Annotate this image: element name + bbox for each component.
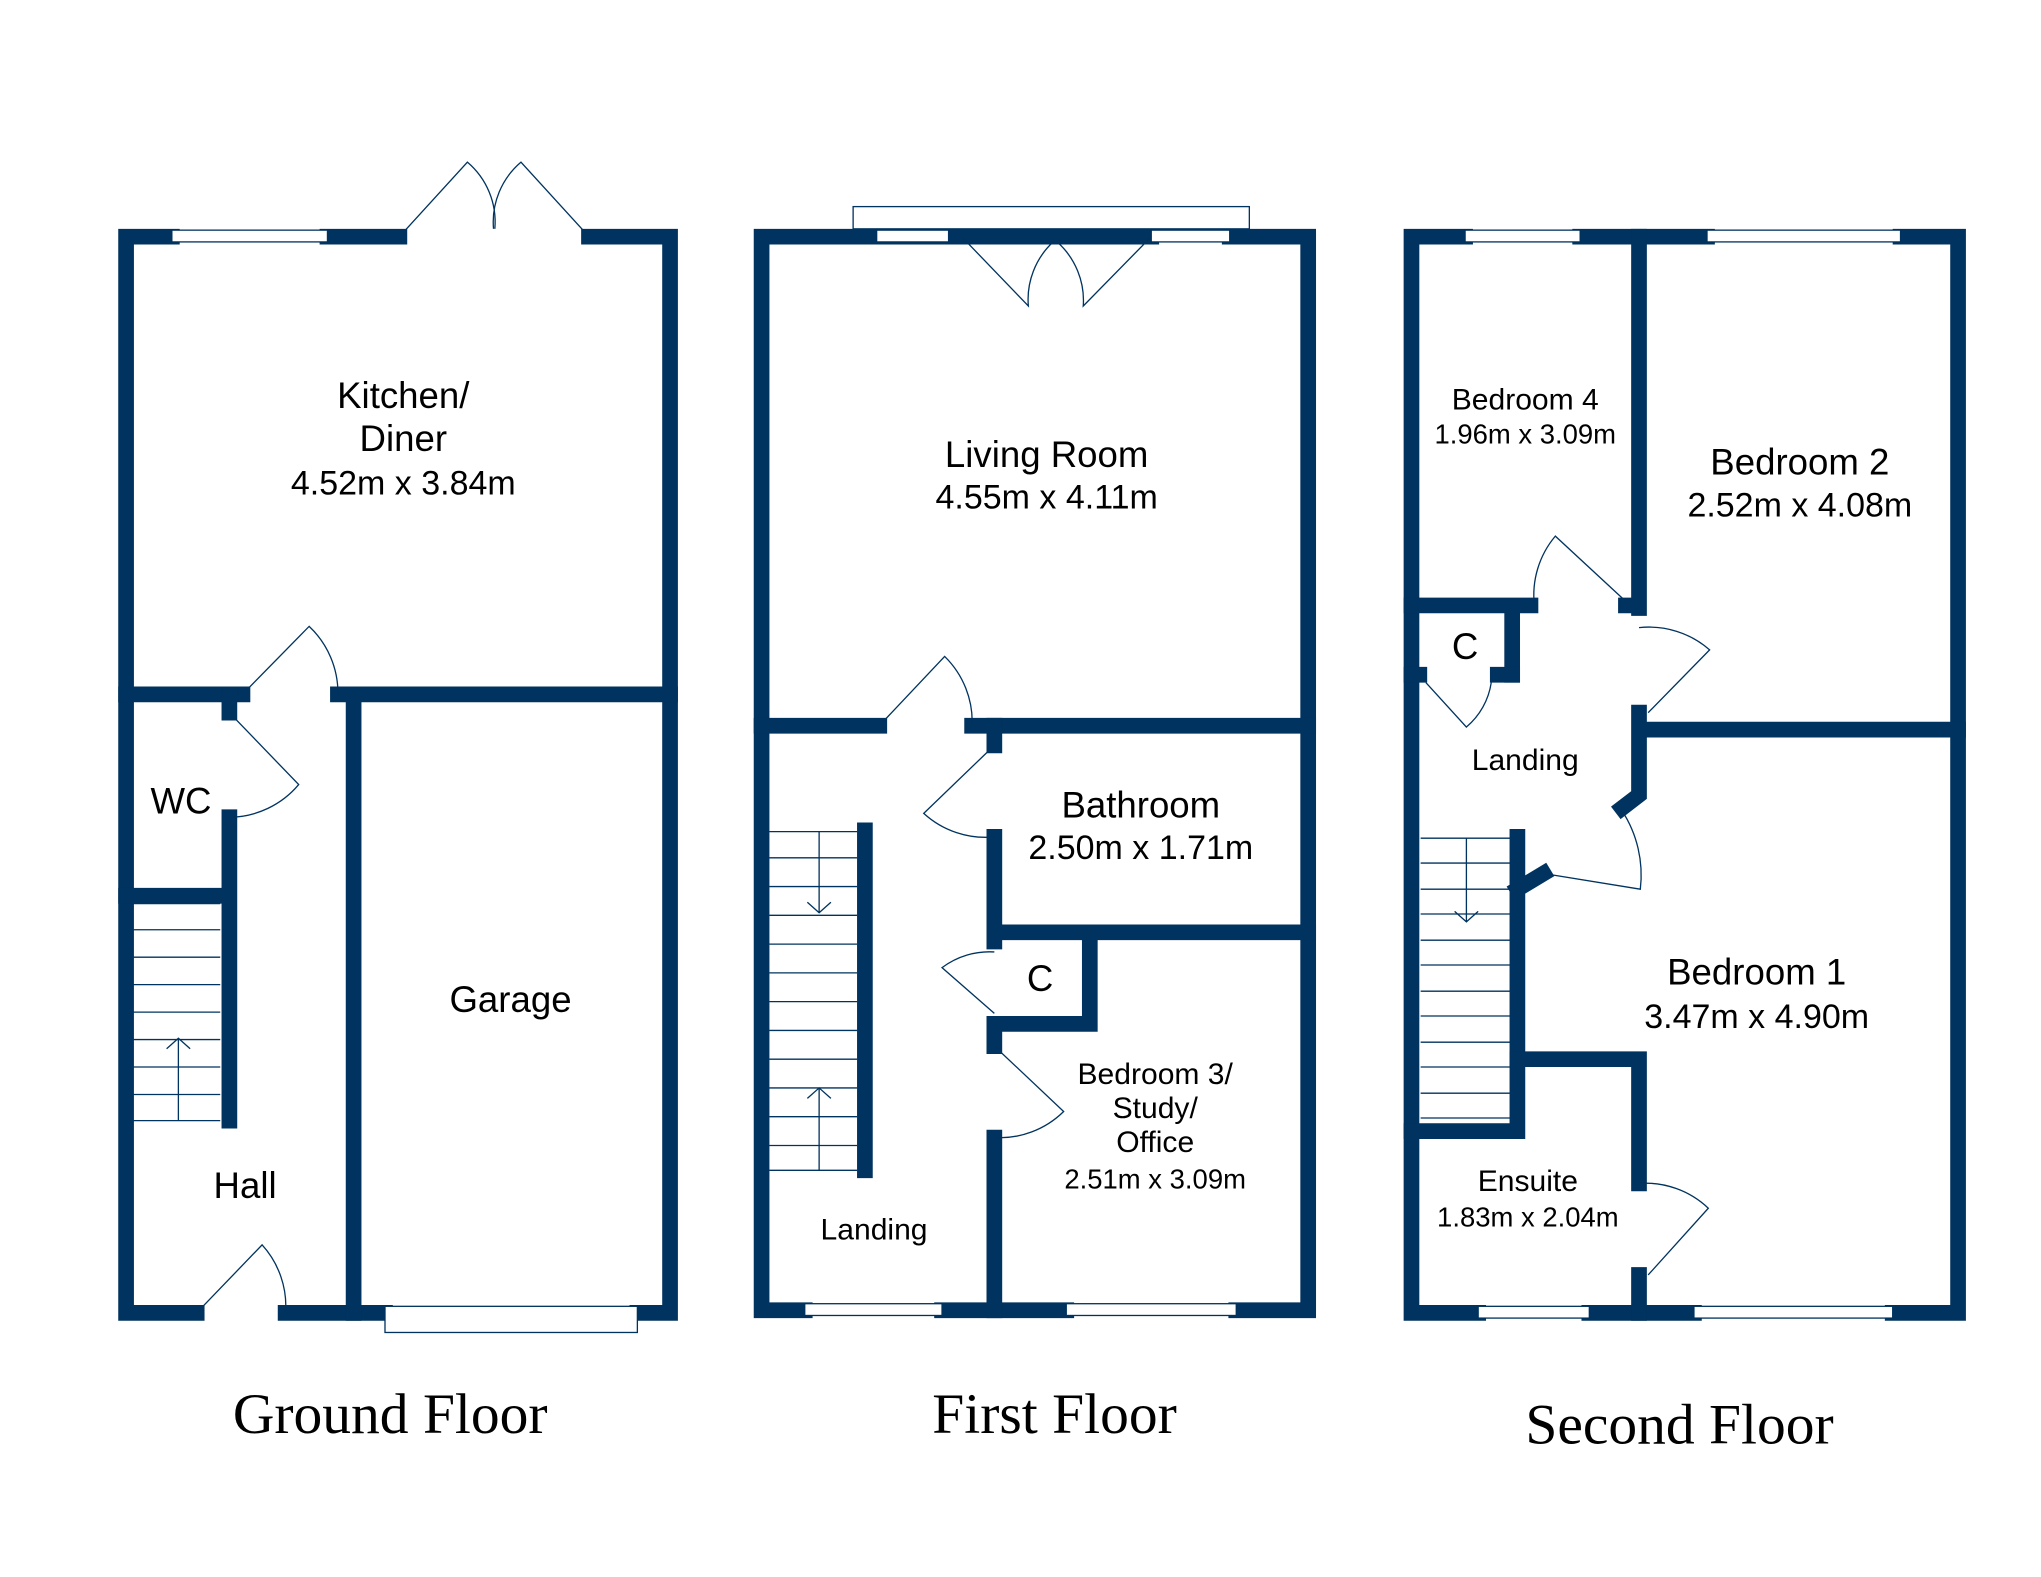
room-label-bedroom-3-3: Office — [1116, 1126, 1194, 1159]
room-label-kitchen-diner: Kitchen/ — [337, 375, 470, 416]
floor-title-ground: Ground Floor — [233, 1383, 548, 1446]
window — [171, 229, 329, 243]
staircase — [769, 830, 858, 1171]
room-size-kitchen-diner: 4.52m x 3.84m — [291, 464, 516, 502]
room-label-bedroom-2: Bedroom 2 — [1710, 442, 1889, 483]
door — [241, 625, 339, 695]
floor-title-second: Second Floor — [1525, 1394, 1833, 1457]
room-size-bedroom-4: 1.96m x 3.09m — [1434, 418, 1616, 449]
first-labels: Living Room 4.55m x 4.11m Bathroom 2.50m… — [821, 434, 1254, 1247]
room-label-garage: Garage — [449, 979, 571, 1020]
door — [922, 744, 995, 838]
room-label-wc: WC — [151, 780, 212, 821]
floor-title-first: First Floor — [932, 1383, 1177, 1446]
garage-door — [384, 1305, 639, 1334]
ground-labels: Kitchen/ Diner 4.52m x 3.84m WC Hall Gar… — [151, 375, 572, 1206]
window — [1065, 1303, 1237, 1317]
first-floor-plan: Living Room 4.55m x 4.11m Bathroom 2.50m… — [753, 205, 1317, 1446]
door — [1543, 810, 1642, 890]
room-label-bedroom-4: Bedroom 4 — [1452, 383, 1599, 416]
room-label-cupboard: C — [1452, 626, 1478, 667]
door — [1638, 1182, 1710, 1276]
bay-frame — [852, 205, 1250, 230]
staircase — [132, 902, 221, 1122]
window — [1150, 229, 1231, 243]
room-size-ensuite: 1.83m x 2.04m — [1437, 1202, 1619, 1233]
staircase — [1420, 837, 1511, 1119]
room-label-bedroom-3-2: Study/ — [1113, 1092, 1199, 1125]
room-size-living-room: 4.55m x 4.11m — [936, 479, 1158, 517]
door — [878, 655, 973, 727]
window — [1693, 1305, 1894, 1319]
door — [993, 1045, 1065, 1139]
room-label-kitchen-diner-2: Diner — [360, 418, 447, 459]
door — [1533, 535, 1627, 606]
first-walls — [753, 228, 1317, 1319]
window — [1464, 229, 1581, 243]
room-label-hall: Hall — [214, 1165, 277, 1206]
room-label-ensuite: Ensuite — [1478, 1165, 1578, 1198]
room-label-landing: Landing — [1472, 744, 1579, 777]
room-label-bathroom: Bathroom — [1061, 784, 1220, 825]
window — [804, 1303, 943, 1317]
second-walls — [1403, 228, 1966, 1321]
front-door — [196, 1243, 287, 1314]
door — [1638, 626, 1711, 714]
french-doors — [398, 161, 590, 238]
door — [941, 951, 995, 1014]
door — [228, 712, 300, 818]
room-size-bedroom-1: 3.47m x 4.90m — [1644, 998, 1869, 1036]
room-label-landing: Landing — [821, 1214, 928, 1247]
room-label-living-room: Living Room — [945, 434, 1148, 475]
window — [1706, 229, 1902, 243]
room-size-bathroom: 2.50m x 1.71m — [1028, 829, 1253, 867]
door — [1425, 682, 1492, 728]
second-labels: Bedroom 4 1.96m x 3.09m Bedroom 2 2.52m … — [1434, 383, 1912, 1232]
room-label-bedroom-3: Bedroom 3/ — [1077, 1058, 1233, 1091]
room-label-cupboard: C — [1027, 958, 1053, 999]
ground-floor-plan: Kitchen/ Diner 4.52m x 3.84m WC Hall Gar… — [118, 161, 678, 1446]
room-size-bedroom-2: 2.52m x 4.08m — [1687, 487, 1912, 525]
room-size-bedroom-3: 2.51m x 3.09m — [1064, 1164, 1246, 1195]
ground-walls — [118, 228, 678, 1321]
window — [1477, 1305, 1590, 1319]
second-floor-plan: Bedroom 4 1.96m x 3.09m Bedroom 2 2.52m … — [1403, 228, 1966, 1457]
window — [876, 229, 950, 243]
french-doors — [961, 236, 1152, 308]
room-label-bedroom-1: Bedroom 1 — [1667, 952, 1846, 993]
